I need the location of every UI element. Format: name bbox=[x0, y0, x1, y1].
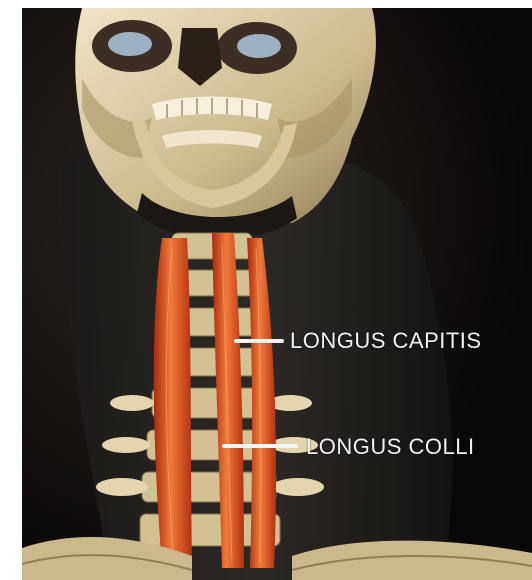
label-longus-capitis: LONGUS CAPITIS bbox=[290, 328, 482, 354]
anatomy-illustration bbox=[22, 8, 532, 580]
leader-line-longus-capitis bbox=[234, 339, 284, 343]
label-longus-colli: LONGUS COLLI bbox=[306, 434, 475, 460]
anatomy-skull-neck-illustration bbox=[22, 8, 532, 580]
leader-line-longus-colli bbox=[222, 444, 298, 448]
